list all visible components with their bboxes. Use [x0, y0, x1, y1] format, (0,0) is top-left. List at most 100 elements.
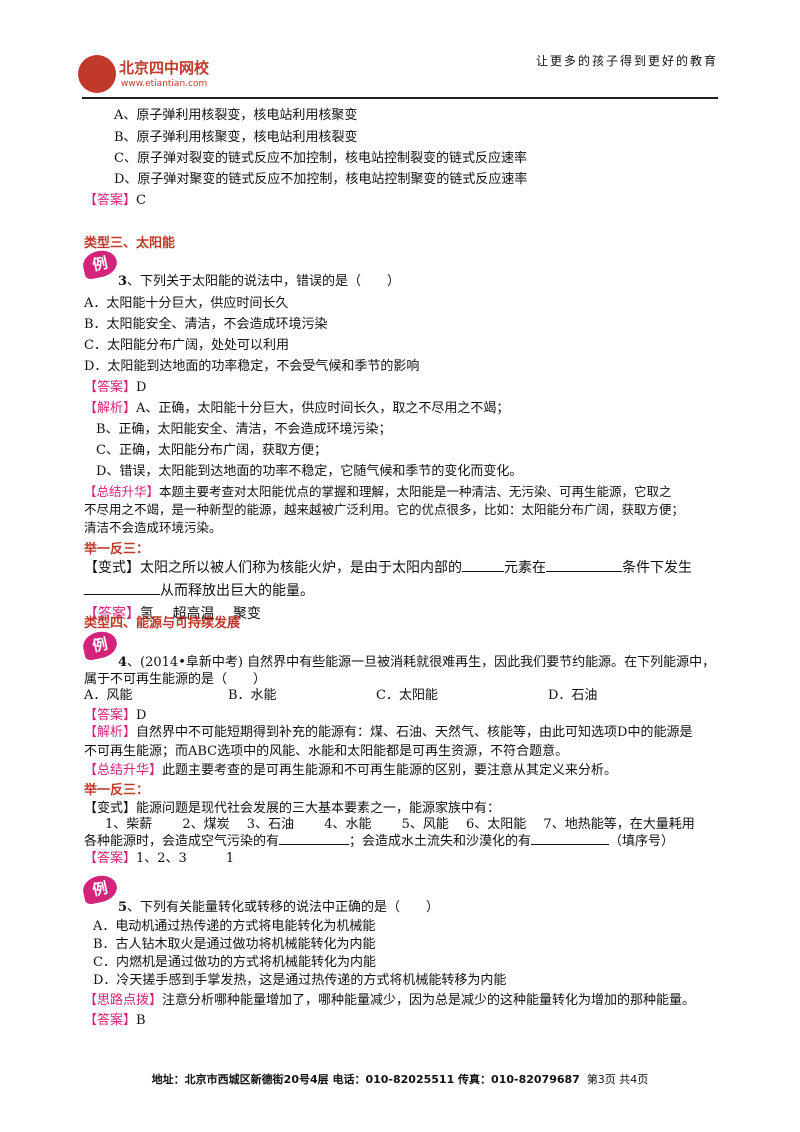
- answer-value: D: [136, 380, 147, 395]
- q5-option-a: A．电动机通过热传递的方式将电能转化为机械能: [93, 919, 376, 934]
- fill-blank[interactable]: [462, 559, 504, 572]
- extend-title: 举一反三：: [84, 783, 150, 798]
- q3-summary-line: 【总结升华】本题主要考查对太阳能优点的掌握和理解，太阳能是一种清洁、无污染、可再…: [84, 481, 672, 500]
- q5-hint: 【思路点拨】注意分析哪种能量增加了，哪种能量减少，因为总是减少的这种能量转化为增…: [84, 989, 695, 1008]
- q3-option-d: D．太阳能到达地面的功率稳定，不会受气候和季节的影响: [84, 359, 420, 374]
- example-badge-icon: 例: [80, 247, 120, 281]
- answer-tag: 【答案】: [84, 1013, 137, 1028]
- q5-option-d: D．冷天搓手感到手掌发热，这是通过热传递的方式将机械能转移为内能: [93, 973, 507, 988]
- q3-answer: 【答案】D: [84, 376, 146, 395]
- footer-page-number: 第3页 共4页: [586, 1073, 649, 1086]
- q4-option-a: A．风能: [84, 688, 133, 703]
- question-text: 、下列关于太阳能的说法中，错误的是（ ）: [127, 274, 401, 289]
- question-text: 、(2014•阜新中考) 自然界中有些能源一旦被消耗就很难再生，因此我们要节约能…: [127, 655, 716, 670]
- section-title-3: 类型三、太阳能: [84, 236, 176, 251]
- question-3: 3、下列关于太阳能的说法中，错误的是（ ）: [118, 270, 400, 289]
- q4-variant-items: 1、柴薪 2、煤炭 3、石油 4、水能 5、风能 6、太阳能 7、地热能等，在大…: [105, 817, 695, 832]
- q4-analysis-line: 【解析】自然界中不可能短期得到补充的能源有：煤、石油、天然气、核能等，由此可知选…: [84, 721, 692, 740]
- answer-value: B: [136, 1013, 146, 1028]
- variant-text: 太阳之所以被人们称为核能火炉，是由于太阳内部的: [140, 560, 462, 576]
- answer-tag: 【答案】: [84, 851, 137, 866]
- prev-option-a: A、原子弹利用核裂变，核电站利用核聚变: [114, 108, 358, 123]
- q4-option-c: C．太阳能: [376, 688, 438, 703]
- q3-analysis-line: 【解析】A、正确，太阳能十分巨大，供应时间长久，取之不尽用之不竭；: [84, 397, 509, 416]
- q3-variant-line-2: 从而释放出巨大的能量。: [84, 580, 314, 600]
- q5-answer: 【答案】B: [84, 1009, 146, 1028]
- q3-analysis-line: C、正确，太阳能分布广阔，获取方便；: [96, 443, 327, 458]
- question-number: 4: [118, 655, 128, 670]
- q3-option-c: C．太阳能分布广阔，处处可以利用: [84, 338, 289, 353]
- answer-tag: 【答案】: [84, 380, 137, 395]
- answer-value: 1、2、3 1: [136, 851, 235, 866]
- question-5: 5、下列有关能量转化或转移的说法中正确的是（ ）: [118, 896, 439, 915]
- q4-summary: 【总结升华】此题主要考查的是可再生能源和不可再生能源的区别，要注意从其定义来分析…: [84, 759, 617, 778]
- analysis-text: 自然界中不可能短期得到补充的能源有：煤、石油、天然气、核能等，由此可知选项D中的…: [136, 725, 693, 740]
- q4-variant-line-1: 【变式】能源问题是现代社会发展的三大基本要素之一，能源家族中有：: [84, 797, 500, 816]
- fill-blank[interactable]: [84, 582, 160, 595]
- summary-tag: 【总结升华】: [84, 484, 160, 499]
- variant-tag: 【变式】: [84, 560, 140, 576]
- question-number: 3: [118, 274, 128, 289]
- footer-address: 地址：北京市西城区新德街20号4层 电话：010-82025511 传真：010…: [151, 1073, 580, 1086]
- hint-text: 注意分析哪种能量增加了，哪种能量减少，因为总是减少的这种能量转化为增加的那种能量…: [162, 993, 696, 1008]
- variant-tag: 【变式】: [84, 801, 137, 816]
- answer-tag: 【答案】: [84, 708, 137, 723]
- fill-blank[interactable]: [279, 832, 350, 845]
- q3-option-b: B．太阳能安全、清洁，不会造成环境污染: [84, 317, 328, 332]
- example-badge-icon: 例: [80, 872, 120, 906]
- q4-option-b: B．水能: [228, 688, 277, 703]
- logo-url: www.etiantian.com: [121, 79, 208, 89]
- q3-analysis-line: D、错误，太阳能到达地面的功率不稳定，它随气候和季节的变化而变化。: [96, 464, 523, 479]
- q4-variant-answer: 【答案】1、2、3 1: [84, 847, 234, 866]
- answer-value: 氢 超高温 聚变: [140, 606, 261, 622]
- answer-value: D: [136, 708, 147, 723]
- prev-answer: 【答案】C: [84, 189, 146, 208]
- answer-tag: 【答案】: [84, 193, 137, 208]
- prev-option-c: C、原子弹对裂变的链式反应不加控制，核电站控制裂变的链式反应速率: [114, 151, 527, 166]
- variant-text: 能源问题是现代社会发展的三大基本要素之一，能源家族中有：: [136, 801, 501, 816]
- example-badge-icon: 例: [80, 628, 120, 662]
- summary-text: 此题主要考查的是可再生能源和不可再生能源的区别，要注意从其定义来分析。: [162, 763, 618, 778]
- q4-analysis-line: 不可再生能源；而ABC选项中的风能、水能和太阳能都是可再生资源，不符合题意。: [84, 744, 569, 759]
- q3-variant-line-1: 【变式】太阳之所以被人们称为核能火炉，是由于太阳内部的 元素在 条件下发生: [84, 557, 692, 577]
- question-number: 5: [118, 900, 128, 915]
- question-4-cont: 属于不可再生能源的是（ ）: [84, 672, 267, 687]
- q3-option-a: A．太阳能十分巨大，供应时间长久: [84, 296, 289, 311]
- variant-text: 条件下发生: [622, 560, 692, 576]
- q5-option-c: C．内燃机是通过做功的方式将机械能转化为内能: [93, 955, 376, 970]
- variant-text: （填序号）: [609, 834, 675, 849]
- answer-value: C: [136, 193, 146, 208]
- fill-blank[interactable]: [531, 832, 610, 845]
- header-slogan: 让更多的孩子得到更好的教育: [535, 54, 718, 68]
- header-divider: [82, 97, 718, 99]
- variant-text: 元素在: [504, 560, 546, 576]
- analysis-tag: 【解析】: [84, 725, 137, 740]
- q4-answer: 【答案】D: [84, 704, 146, 723]
- page-footer: 地址：北京市西城区新德街20号4层 电话：010-82025511 传真：010…: [0, 1071, 800, 1087]
- q5-option-b: B．古人钻木取火是通过做功将机械能转化为内能: [93, 937, 376, 952]
- q3-variant-answer: 【答案】氢 超高温 聚变: [84, 603, 261, 623]
- analysis-tag: 【解析】: [84, 401, 137, 416]
- q3-analysis-line: B、正确，太阳能安全、清洁，不会造成环境污染；: [96, 422, 392, 437]
- q3-summary-line: 不尽用之不竭，是一种新型的能源，越来越被广泛利用。它的优点很多，比如：太阳能分布…: [84, 502, 685, 517]
- analysis-text: A、正确，太阳能十分巨大，供应时间长久，取之不尽用之不竭；: [136, 401, 510, 416]
- question-4: 4、(2014•阜新中考) 自然界中有些能源一旦被消耗就很难再生，因此我们要节约…: [118, 651, 715, 670]
- q3-summary-line: 清洁不会造成环境污染。: [84, 520, 222, 535]
- variant-text: 各种能源时，会造成空气污染的有: [84, 834, 280, 849]
- school-logo-icon: [78, 55, 116, 93]
- prev-option-d: D、原子弹对聚变的链式反应不加控制，核电站控制聚变的链式反应速率: [114, 172, 528, 187]
- hint-tag: 【思路点拨】: [84, 993, 163, 1008]
- summary-tag: 【总结升华】: [84, 763, 163, 778]
- answer-tag: 【答案】: [84, 606, 140, 622]
- section-title-4: 类型四、能源与可持续发展: [84, 616, 241, 631]
- logo-name: 北京四中网校: [119, 59, 210, 77]
- extend-title: 举一反三：: [84, 542, 150, 557]
- q4-variant-line-3: 各种能源时，会造成空气污染的有 ；会造成水土流失和沙漠化的有 （填序号）: [84, 830, 674, 849]
- question-text: 、下列有关能量转化或转移的说法中正确的是（ ）: [127, 900, 440, 915]
- variant-text: ；会造成水土流失和沙漠化的有: [349, 834, 532, 849]
- prev-option-b: B、原子弹利用核聚变，核电站利用核裂变: [114, 130, 358, 145]
- fill-blank[interactable]: [546, 559, 622, 572]
- q4-option-d: D．石油: [548, 688, 598, 703]
- summary-text: 本题主要考查对太阳能优点的掌握和理解，太阳能是一种清洁、无污染、可再生能源，它取…: [159, 484, 672, 499]
- variant-text: 从而释放出巨大的能量。: [160, 583, 314, 599]
